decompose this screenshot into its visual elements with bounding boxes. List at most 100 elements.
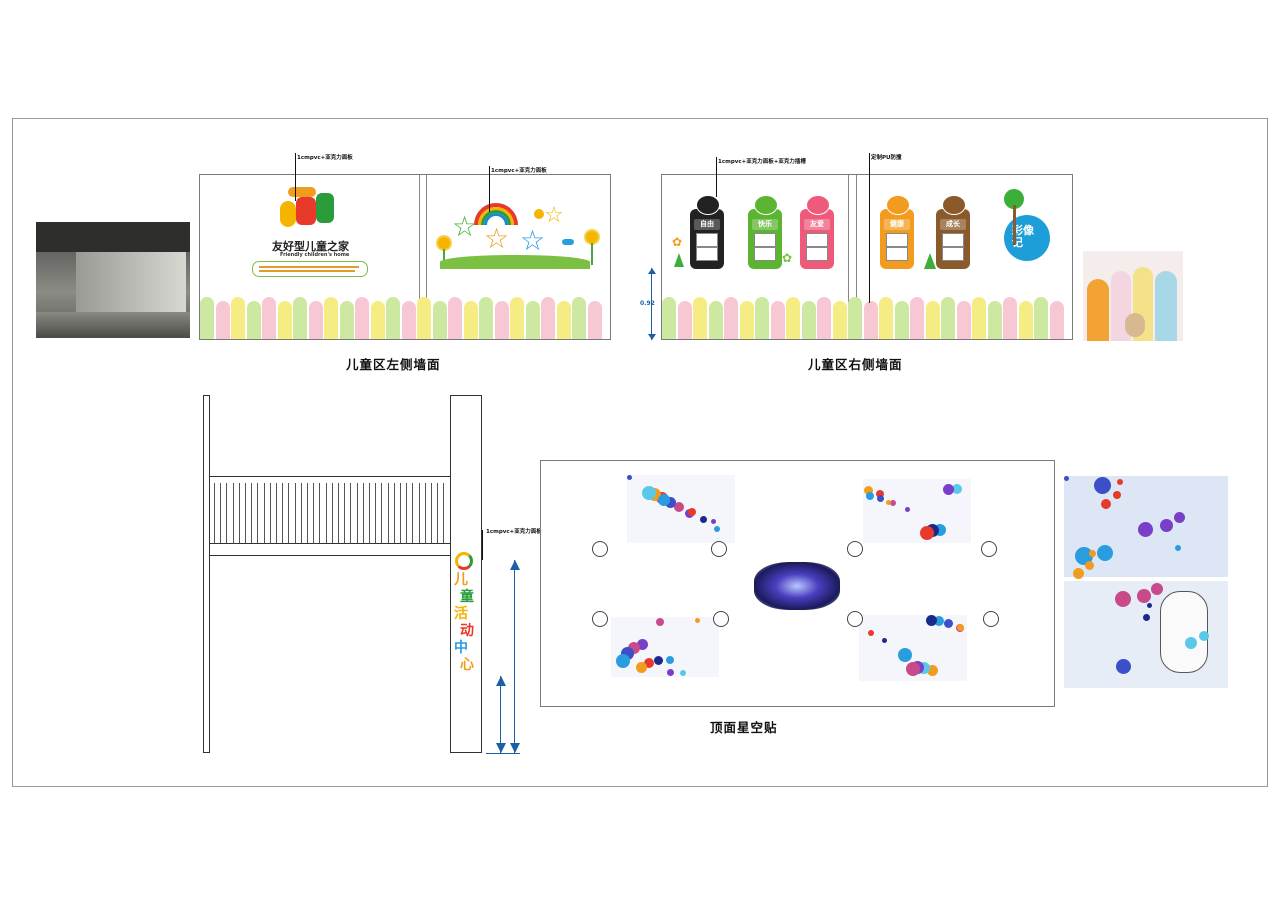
fence-picket bbox=[448, 297, 462, 339]
railing-baluster bbox=[214, 483, 215, 543]
flower-icon: ✿ bbox=[782, 251, 793, 265]
light-fixture bbox=[983, 611, 999, 627]
planet-icon bbox=[1094, 477, 1111, 494]
planet-icon bbox=[890, 500, 896, 506]
sunflower-icon bbox=[438, 237, 450, 249]
value-card-slot bbox=[754, 233, 776, 247]
planet-icon bbox=[866, 492, 874, 500]
annotation-left-rainbow: 1cmpvc+亚克力面板 bbox=[491, 168, 547, 174]
pillar-outline bbox=[203, 395, 210, 753]
fence-picket bbox=[417, 297, 431, 339]
grass-hill bbox=[440, 255, 590, 269]
fence-picket bbox=[355, 297, 369, 339]
planet-icon bbox=[877, 495, 884, 502]
railing-baluster bbox=[307, 483, 308, 543]
fence-picket bbox=[494, 301, 509, 339]
railing-baluster bbox=[406, 483, 408, 543]
fence-picket bbox=[308, 301, 323, 339]
annotation-right-pu: 定制PU防撞 bbox=[871, 155, 902, 161]
planet-icon bbox=[1174, 512, 1185, 523]
animal-head-icon bbox=[754, 195, 778, 215]
planet-icon bbox=[957, 624, 964, 631]
planet-icon bbox=[952, 484, 962, 494]
railing-baluster bbox=[362, 483, 364, 543]
railing-baluster bbox=[251, 483, 253, 543]
railing-baluster bbox=[431, 483, 432, 543]
fence-picket bbox=[786, 297, 800, 339]
railing-baluster bbox=[418, 483, 420, 543]
planet-icon bbox=[882, 638, 887, 643]
fence-picket bbox=[801, 301, 816, 339]
annotation-leader bbox=[716, 157, 717, 197]
tree-icon bbox=[1004, 189, 1024, 209]
planet-icon bbox=[636, 662, 647, 673]
value-card-label: 自由 bbox=[694, 219, 720, 230]
fence-picket bbox=[755, 297, 769, 339]
planet-icon bbox=[695, 618, 700, 623]
activity-center-char: 中 bbox=[454, 640, 468, 656]
planet-icon bbox=[1160, 519, 1173, 532]
value-card-label: 成长 bbox=[940, 219, 966, 230]
fence-picket bbox=[832, 301, 847, 339]
fence-picket bbox=[246, 301, 261, 339]
photo-wall-sign bbox=[1004, 215, 1050, 261]
animal-head-icon bbox=[806, 195, 830, 215]
dimension-arrow bbox=[510, 743, 520, 753]
light-fixture bbox=[592, 541, 608, 557]
fence-picket bbox=[956, 301, 971, 339]
railing-baluster bbox=[294, 483, 296, 543]
fence-band bbox=[662, 297, 1072, 339]
railing-baluster bbox=[331, 483, 333, 543]
annotation-right-cards: 1cmpvc+亚克力面板+亚克力插槽 bbox=[718, 159, 806, 165]
value-card-slot bbox=[886, 233, 908, 247]
logo-subtitle: Friendly children's home bbox=[280, 252, 350, 258]
fence-picket bbox=[556, 301, 571, 339]
railing-baluster bbox=[263, 483, 265, 543]
dimension-line bbox=[651, 268, 652, 340]
planet-icon bbox=[656, 618, 664, 626]
activity-center-sign: 儿童活动中心 bbox=[452, 572, 482, 682]
star-icon: ☆ bbox=[484, 222, 510, 255]
sun-icon bbox=[534, 209, 544, 219]
wall-divider bbox=[426, 175, 427, 305]
wall-divider bbox=[856, 175, 857, 305]
logo-title: 友好型儿童之家 bbox=[272, 240, 349, 253]
pillar-outline bbox=[450, 395, 482, 753]
railing-baluster bbox=[356, 483, 358, 543]
star-icon: ☆ bbox=[520, 224, 546, 257]
planet-icon bbox=[1064, 476, 1069, 481]
railing-baluster bbox=[412, 483, 414, 543]
railing-baluster bbox=[245, 483, 246, 543]
fence-picket bbox=[572, 297, 586, 339]
fence-picket bbox=[262, 297, 276, 339]
railing-baluster bbox=[344, 483, 346, 543]
railing-baluster bbox=[424, 483, 426, 543]
light-fixture bbox=[981, 541, 997, 557]
value-card-slot bbox=[942, 247, 964, 261]
railing-baluster bbox=[381, 483, 383, 543]
fence-picket bbox=[510, 297, 524, 339]
railing-baluster bbox=[350, 483, 352, 543]
dimension-line bbox=[500, 676, 501, 753]
fence-picket bbox=[972, 297, 986, 339]
right-wall-elevation: 自由快乐友爱健康成长 彩像记 ✿ ✿ bbox=[661, 174, 1073, 340]
fence-picket bbox=[739, 301, 754, 339]
fence-picket bbox=[215, 301, 230, 339]
activity-center-char: 童 bbox=[460, 589, 474, 605]
planet-icon bbox=[644, 658, 654, 668]
planet-icon bbox=[1097, 545, 1113, 561]
planet-icon bbox=[1075, 547, 1093, 565]
railing-baluster bbox=[238, 483, 240, 543]
dimension-arrow bbox=[648, 334, 656, 340]
railing-baluster bbox=[226, 483, 228, 543]
room-photo bbox=[36, 222, 190, 338]
value-card: 成长 bbox=[936, 195, 970, 269]
planet-icon bbox=[1147, 603, 1152, 608]
planet-icon bbox=[1185, 637, 1197, 649]
planet-icon bbox=[927, 665, 938, 676]
fence-picket bbox=[1018, 301, 1033, 339]
railing-baluster bbox=[375, 483, 377, 543]
planet-icon bbox=[944, 619, 953, 628]
fence-picket bbox=[910, 297, 924, 339]
dimension-arrow bbox=[648, 268, 656, 274]
